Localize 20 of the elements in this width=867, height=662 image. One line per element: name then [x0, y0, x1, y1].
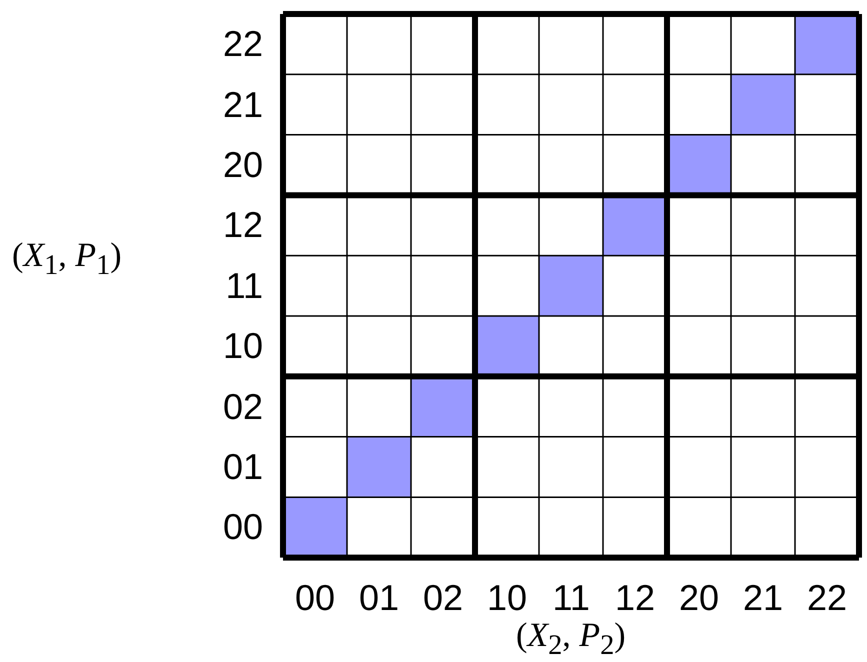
column-label: 02	[423, 578, 464, 618]
row-label: 22	[222, 24, 263, 64]
column-label: 12	[615, 578, 656, 618]
row-label: 12	[222, 205, 263, 246]
row-label: 21	[222, 84, 263, 125]
row-label: 20	[222, 145, 263, 185]
row-label: 02	[222, 386, 263, 427]
axis-label: (X$_{1}$, P$_{1}$)	[12, 236, 122, 282]
column-label: 22	[807, 578, 848, 618]
column-label: 21	[743, 578, 784, 618]
column-label: 10	[487, 578, 528, 618]
row-label: 00	[222, 507, 263, 548]
axis-label: (X$_{2}$, P$_{2}$)	[516, 616, 626, 662]
column-label: 11	[552, 578, 590, 618]
row-label: 11	[226, 266, 263, 306]
row-label: 10	[222, 326, 263, 366]
row-label: 01	[222, 447, 263, 487]
column-label: 20	[679, 578, 720, 618]
column-label: 00	[295, 578, 336, 618]
column-label: 01	[359, 578, 400, 618]
